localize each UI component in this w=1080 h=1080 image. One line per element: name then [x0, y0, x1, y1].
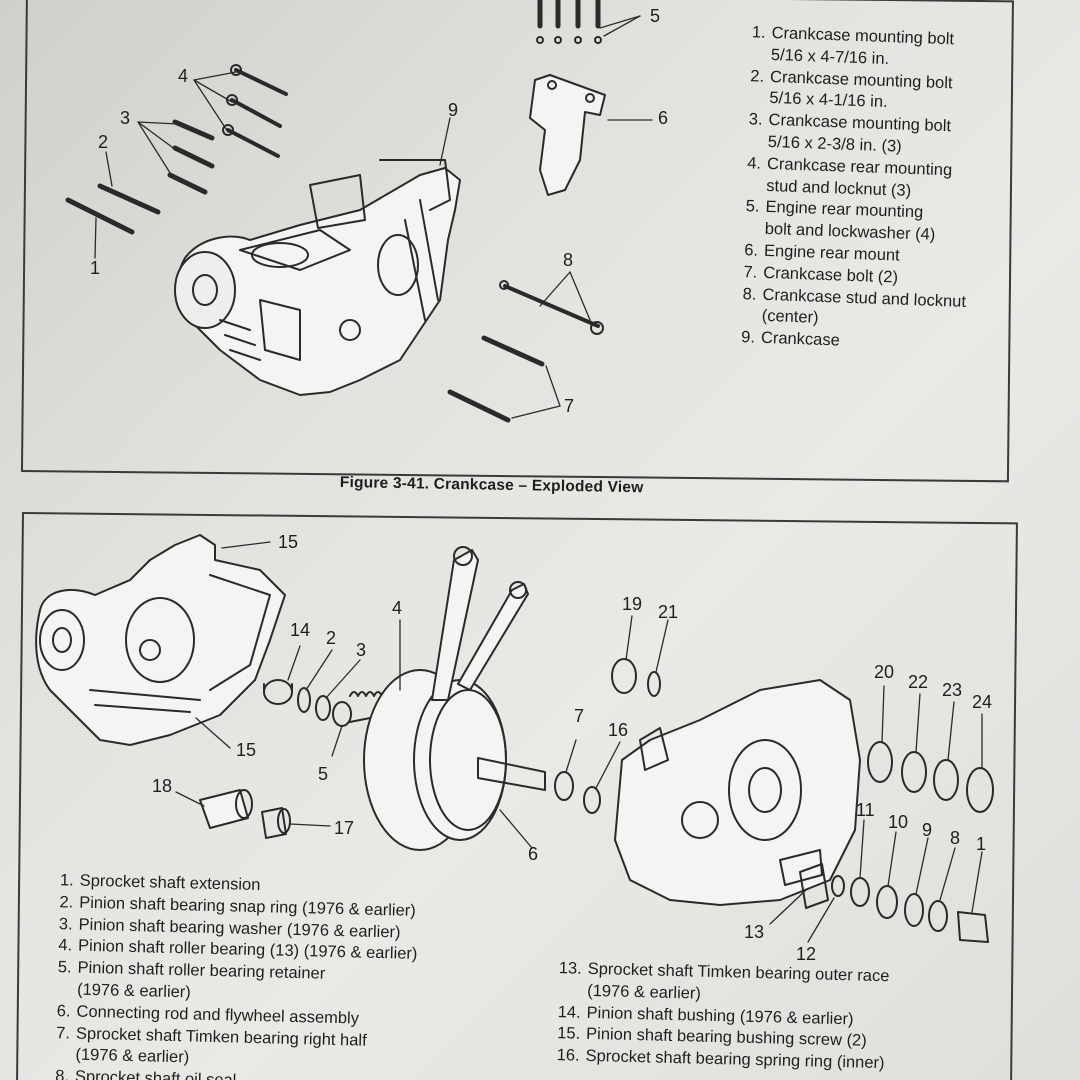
- legend-num: 14.: [557, 1002, 581, 1022]
- flywheel-assembly-drawing: [349, 546, 546, 851]
- legend-num: 8.: [54, 1067, 70, 1080]
- callout-top-4: 4: [178, 66, 189, 86]
- callout-bottom-17: 17: [334, 818, 355, 838]
- legend-num: 9.: [740, 328, 756, 347]
- legend-num: 16.: [556, 1046, 580, 1065]
- callout-bottom-9: 9: [922, 820, 933, 840]
- legend-num: 4.: [58, 936, 73, 955]
- callout-bottom-14: 14: [290, 620, 311, 640]
- callout-bottom-2: 2: [326, 628, 337, 648]
- left-crankcase-half-drawing: [35, 534, 286, 746]
- legend-num: 8.: [742, 284, 757, 304]
- callout-bottom-3: 3: [356, 640, 367, 660]
- legend-text: Crankcase mounting bolt 5/16 x 4-1/16 in…: [769, 67, 953, 112]
- legend-num: 2.: [59, 892, 74, 912]
- callout-top-7: 7: [564, 396, 575, 416]
- callout-top-1: 1: [90, 258, 101, 278]
- legend-num: 3.: [58, 914, 73, 934]
- legend-num: 6.: [743, 241, 759, 260]
- legend-num: 4.: [747, 153, 762, 173]
- legend-num: 7.: [743, 262, 758, 282]
- legend-num: 1.: [751, 23, 766, 42]
- callout-top-5: 5: [650, 6, 661, 26]
- legend-num: 2.: [750, 66, 765, 86]
- callout-bottom-20: 20: [874, 662, 895, 682]
- callout-bottom-23: 23: [942, 680, 963, 700]
- callout-bottom-16: 16: [608, 720, 629, 740]
- callout-bottom-21: 21: [658, 602, 679, 622]
- callout-top-6: 6: [658, 108, 669, 128]
- callout-bottom-12: 12: [796, 944, 817, 964]
- legend-text: Crankcase mounting bolt 5/16 x 2-3/8 in.…: [767, 111, 952, 156]
- callout-bottom-15a: 15: [278, 532, 299, 552]
- legend-num: 13.: [558, 959, 582, 978]
- crankcase-top-drawing: [174, 159, 461, 396]
- legend-text: Crankcase: [760, 328, 841, 350]
- callout-bottom-1: 1: [976, 834, 987, 854]
- callout-bottom-18: 18: [152, 776, 173, 796]
- legend-text: Pinion shaft roller bearing retainer (19…: [76, 958, 326, 1002]
- callout-top-9: 9: [448, 100, 459, 120]
- legend-num: 1.: [59, 871, 74, 890]
- callout-bottom-8: 8: [950, 828, 961, 848]
- legend-num: 5.: [745, 197, 760, 217]
- callout-top-2: 2: [98, 132, 109, 152]
- callout-top-3: 3: [120, 108, 131, 128]
- legend-text: Engine rear mounting bolt and lockwasher…: [764, 198, 936, 244]
- callout-bottom-22: 22: [908, 672, 929, 692]
- top-legend: 1.Crankcase mounting bolt 5/16 x 4-7/16 …: [733, 22, 994, 357]
- bottom-legend-left: 1.Sprocket shaft extension 2.Pinion shaf…: [47, 870, 492, 1080]
- legend-text: Sprocket shaft Timken bearing outer race…: [586, 959, 890, 1003]
- callout-bottom-15b: 15: [236, 740, 257, 760]
- bottom-legend-right: 13.Sprocket shaft Timken bearing outer r…: [549, 958, 992, 1078]
- callout-bottom-7: 7: [574, 706, 585, 726]
- legend-num: 7.: [56, 1023, 71, 1043]
- callout-bottom-19: 19: [622, 594, 643, 614]
- legend-text: Sprocket shaft Timken bearing right half…: [75, 1024, 367, 1067]
- right-crankcase-half-drawing: [614, 679, 861, 906]
- callout-bottom-6: 6: [528, 844, 539, 864]
- legend-num: 15.: [556, 1024, 581, 1044]
- callout-top-8: 8: [563, 250, 574, 270]
- callout-bottom-10: 10: [888, 812, 909, 832]
- legend-num: 6.: [56, 1001, 71, 1021]
- callout-bottom-5: 5: [318, 764, 329, 784]
- callout-bottom-11: 11: [856, 800, 875, 820]
- callout-bottom-24: 24: [972, 692, 993, 712]
- legend-text: Crankcase stud and locknut (center): [761, 285, 967, 328]
- legend-num: 3.: [748, 110, 763, 129]
- legend-text: Crankcase mounting bolt 5/16 x 4-7/16 in…: [770, 23, 955, 68]
- callout-bottom-4: 4: [392, 598, 403, 618]
- legend-num: 5.: [57, 958, 72, 977]
- legend-text: Crankcase rear mounting stud and locknut…: [765, 154, 953, 200]
- callout-bottom-13: 13: [744, 922, 765, 942]
